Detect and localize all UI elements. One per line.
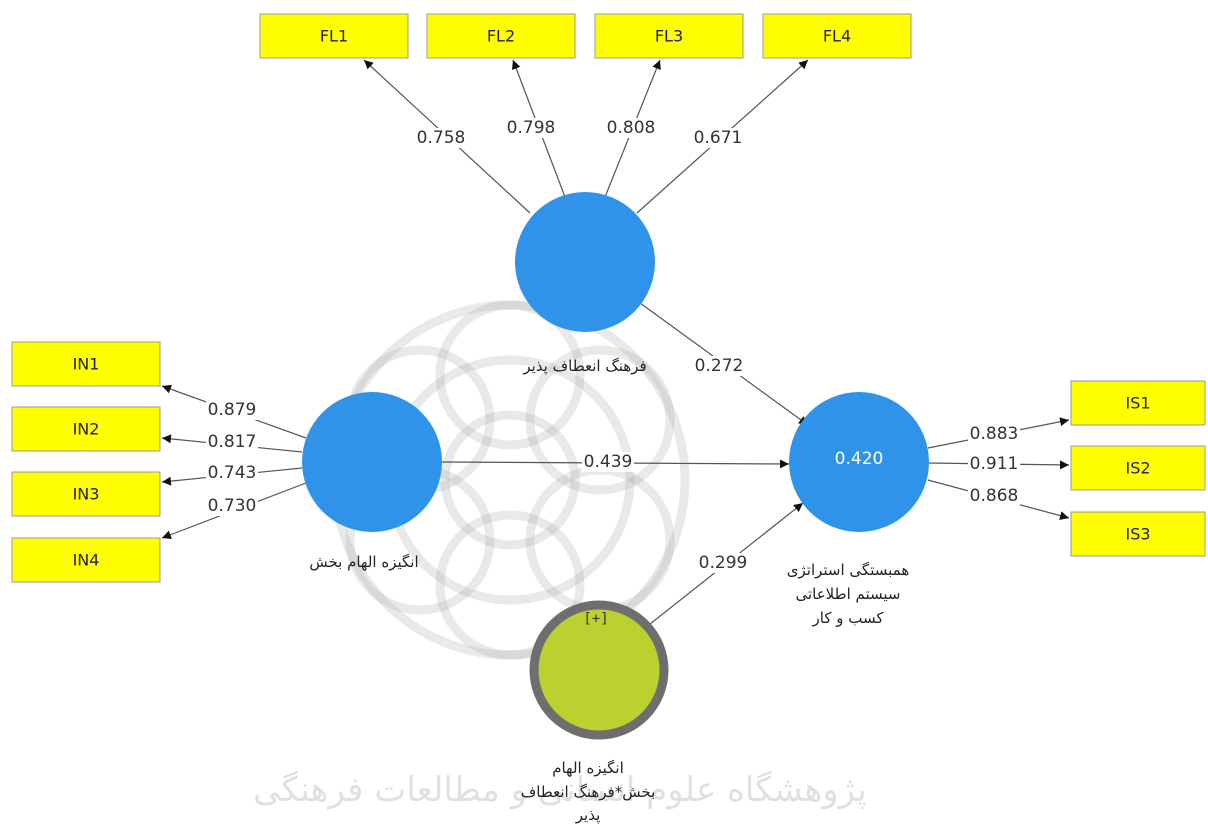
- indicator-fl2[interactable]: FL2: [426, 13, 576, 59]
- loading-is2: 0.911: [970, 454, 1019, 474]
- alignment-r-squared: 0.420: [835, 449, 884, 469]
- construct-culture-node[interactable]: [515, 192, 655, 332]
- indicator-in4-label: IN4: [73, 551, 100, 570]
- construct-interaction-label-line-1: انگیزه الهام: [552, 759, 624, 777]
- indicator-fl2-label: FL2: [487, 27, 515, 46]
- construct-culture-label: فرهنگ انعطاف پذیر: [522, 357, 646, 376]
- indicator-is3[interactable]: IS3: [1070, 511, 1206, 557]
- indicator-is2[interactable]: IS2: [1070, 445, 1206, 491]
- loading-fl1: 0.758: [417, 128, 466, 148]
- path-culture-coef: 0.272: [695, 356, 744, 376]
- indicator-is1[interactable]: IS1: [1070, 380, 1206, 426]
- indicator-in3[interactable]: IN3: [11, 471, 161, 517]
- path-interaction-coef: 0.299: [699, 553, 748, 573]
- indicator-fl3-label: FL3: [655, 27, 683, 46]
- construct-motivation-label: انگیزه الهام بخش: [309, 553, 418, 571]
- loading-fl2: 0.798: [507, 118, 556, 138]
- construct-interaction-label-line-2: بخش*فرهنگ انعطاف: [521, 783, 656, 801]
- indicator-fl1[interactable]: FL1: [259, 13, 409, 59]
- loading-is1: 0.883: [970, 424, 1019, 444]
- construct-interaction-node[interactable]: [529, 600, 669, 740]
- indicator-in2[interactable]: IN2: [11, 406, 161, 452]
- interaction-marker: [+]: [583, 611, 608, 627]
- path-motivation-coef: 0.439: [584, 452, 633, 472]
- loading-is3: 0.868: [970, 486, 1019, 506]
- indicator-in1-label: IN1: [73, 355, 100, 374]
- indicator-is1-label: IS1: [1125, 394, 1150, 413]
- loading-in2: 0.817: [208, 432, 257, 452]
- indicator-fl3[interactable]: FL3: [594, 13, 744, 59]
- construct-alignment-label-line-2: سیستم اطلاعاتی: [795, 585, 900, 603]
- indicator-in4[interactable]: IN4: [11, 537, 161, 583]
- indicator-fl4[interactable]: FL4: [762, 13, 912, 59]
- watermark-text: پژوهشگاه علوم انسانی و مطالعات فرهنگی: [253, 770, 867, 810]
- indicator-fl4-label: FL4: [823, 27, 851, 46]
- indicator-in1[interactable]: IN1: [11, 341, 161, 387]
- loading-fl4: 0.671: [694, 128, 743, 148]
- loading-in3: 0.743: [208, 463, 257, 483]
- construct-interaction-label-line-3: پذیر: [575, 806, 601, 825]
- construct-alignment-label-line-3: کسب و کار: [812, 609, 885, 627]
- indicator-is3-label: IS3: [1125, 525, 1150, 544]
- indicator-in3-label: IN3: [73, 485, 100, 504]
- loading-fl3: 0.808: [607, 118, 656, 138]
- indicator-fl1-label: FL1: [320, 27, 348, 46]
- indicator-is2-label: IS2: [1125, 459, 1150, 478]
- construct-motivation-node[interactable]: [302, 392, 442, 532]
- loading-in4: 0.730: [208, 496, 257, 516]
- loading-in1: 0.879: [208, 400, 257, 420]
- indicator-in2-label: IN2: [73, 420, 100, 439]
- construct-alignment-node[interactable]: [789, 392, 929, 532]
- construct-alignment-label-line-1: همبستگی استراتژی: [787, 561, 910, 579]
